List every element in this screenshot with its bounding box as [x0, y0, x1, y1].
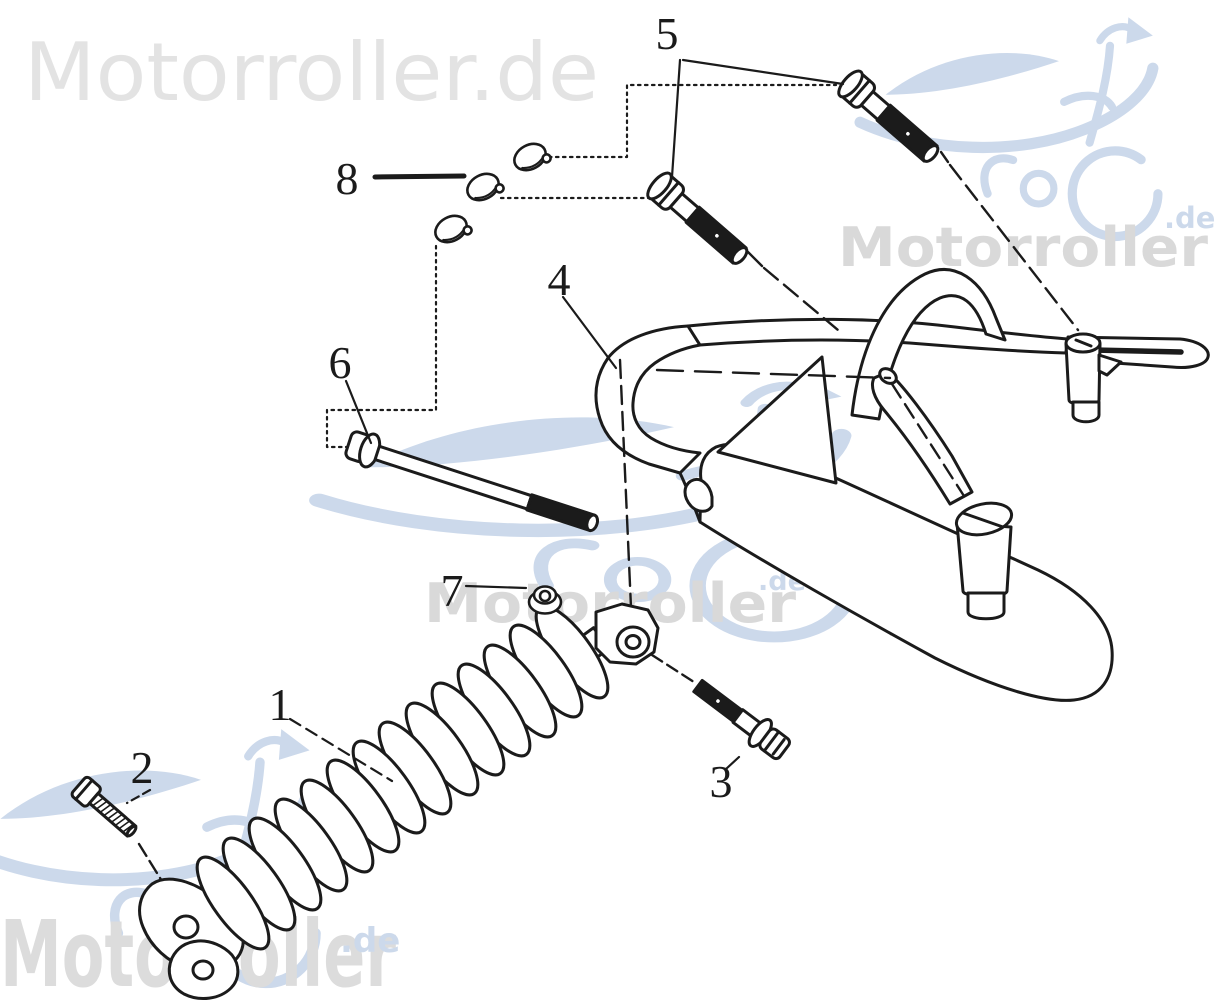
- leader-part2: [125, 788, 152, 805]
- rack-boss-lower-slot: [961, 511, 1005, 529]
- part-5-shoulder-bolts: [646, 69, 940, 265]
- part-label-2: 2: [131, 742, 154, 793]
- dash-hidden-crossmember: [655, 368, 892, 380]
- leader-lines: [125, 58, 845, 805]
- rack-left-loop: [594, 324, 702, 475]
- leader-part7: [464, 584, 528, 590]
- shock-coil-spring: [195, 604, 610, 951]
- rack-teardrop-cutout: [683, 478, 714, 513]
- part-label-3: 3: [710, 756, 733, 807]
- rack-right-tube-shadow: [1090, 347, 1184, 355]
- rack-handle-arch: [850, 268, 1007, 421]
- cover-cap: [513, 142, 552, 172]
- shoulder-bolt-upper: [837, 69, 940, 163]
- dotted-line-cap-to-bolt6: [325, 244, 438, 449]
- rack-boss-upper-gusset: [1097, 353, 1123, 377]
- dash-bolt5-upper-to-boss: [948, 163, 1080, 332]
- shoulder-bolt-lower: [646, 171, 749, 265]
- cover-cap: [466, 172, 505, 202]
- part-4-luggage-rack: [594, 268, 1210, 702]
- part-label-5: 5: [656, 8, 679, 59]
- watermark-upper-right: Motorroller: [838, 216, 1208, 279]
- rack-triangle-gusset: [716, 355, 838, 485]
- leader-part5-lower: [670, 58, 682, 179]
- leader-part3: [724, 755, 741, 771]
- dash-stay-axis: [890, 382, 966, 498]
- part-3-flange-bolt: [692, 678, 791, 761]
- leader-part4: [561, 295, 618, 370]
- dash-rack-to-shock-eye: [618, 358, 634, 632]
- part-7-flange-nut: [527, 585, 563, 615]
- part-8-cover-caps: [434, 142, 552, 244]
- leader-part1: [288, 717, 394, 783]
- rack-boss-upper-slot: [1074, 338, 1093, 348]
- watermark-upper-right-tld: .de: [1164, 201, 1215, 235]
- dotted-line-cap-to-bolt5-upper: [547, 83, 838, 159]
- shock-top-eyelet: [594, 602, 660, 666]
- part-number-labels: 1 2 3 4 5 6 7 8: [131, 8, 733, 807]
- rack-stay-mount-eye: [878, 367, 898, 385]
- part-label-1: 1: [269, 679, 292, 730]
- dash-eye-to-bolt3: [650, 653, 696, 684]
- leader-part8: [372, 173, 467, 180]
- rack-bottom-loop: [698, 442, 1114, 702]
- rack-boss-upper-cap: [1071, 400, 1101, 424]
- watermark-top-left: Motorroller.de: [24, 26, 599, 119]
- bolt5-lower-tail: [746, 250, 764, 268]
- rack-boss-lower-cap: [966, 591, 1006, 621]
- dash-bolt5-lower-to-rack: [762, 266, 840, 332]
- part-label-7: 7: [441, 565, 464, 616]
- leader-part5-upper: [681, 58, 845, 86]
- part-6-long-bolt: [344, 430, 600, 533]
- bolt5-upper-tail: [939, 150, 950, 164]
- part-label-6: 6: [329, 337, 352, 388]
- cover-cap: [434, 214, 473, 244]
- part-label-8: 8: [336, 153, 359, 204]
- leader-part6: [344, 379, 373, 445]
- part-1-shock-absorber: [138, 602, 660, 1001]
- watermark-layer: Motorroller.de Motorroller .de Motorroll…: [0, 17, 1215, 1004]
- watermark-bottom-tld: .de: [340, 921, 400, 961]
- dotted-line-cap-to-bolt5-lower: [499, 187, 656, 200]
- part-label-4: 4: [548, 254, 571, 305]
- part-2-hex-bolt: [70, 775, 138, 838]
